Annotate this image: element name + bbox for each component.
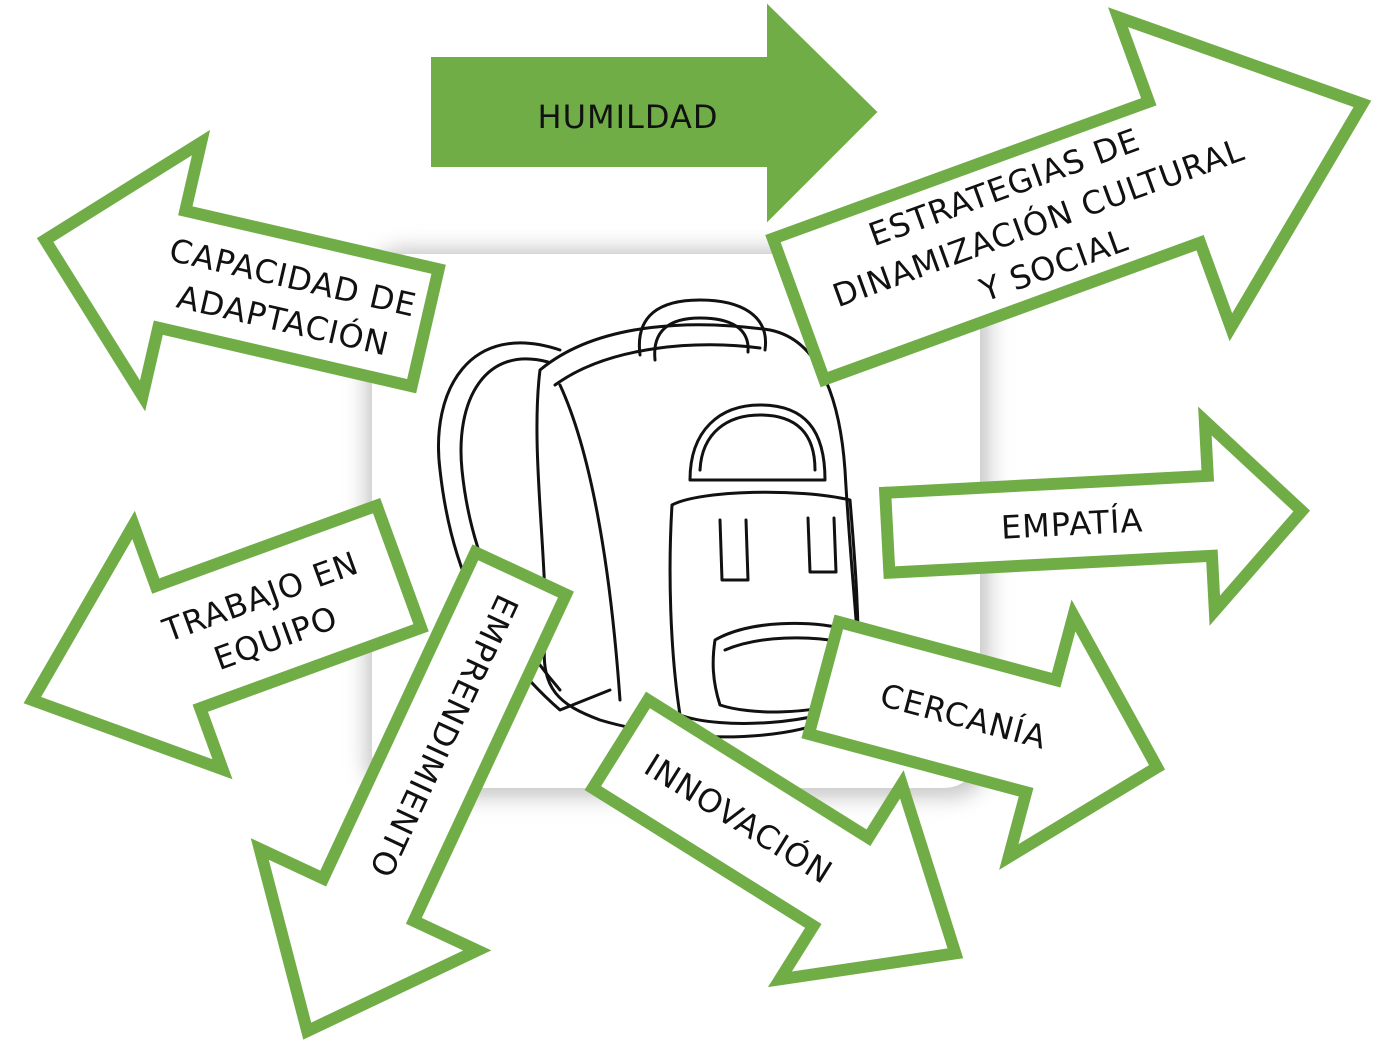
empatia-arrow: EMPATÍA [878,406,1311,626]
empatia-label: EMPATÍA [1000,501,1144,546]
cercania-arrow: CERCANÍA [801,599,1166,870]
humildad-arrow: HUMILDAD [431,3,878,223]
humildad-label: HUMILDAD [538,98,719,136]
